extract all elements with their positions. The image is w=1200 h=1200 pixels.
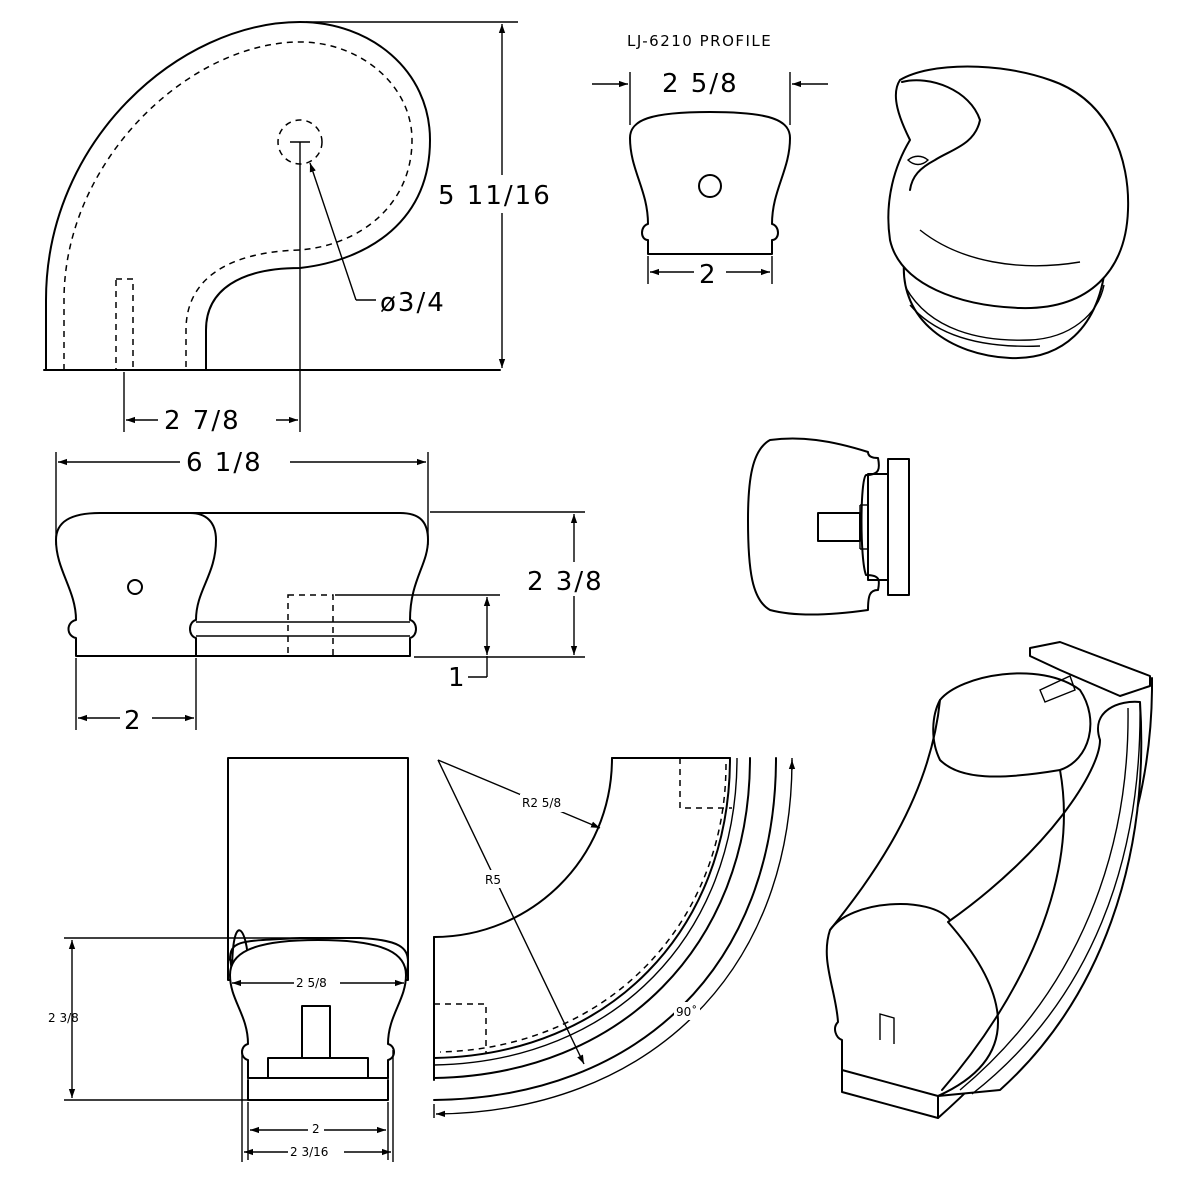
arc-angle-dim xyxy=(435,759,796,1118)
side-left-block xyxy=(189,512,217,657)
profile-view: LJ-6210 PROFILE 2 5/8 2 xyxy=(592,32,828,290)
side-length-label: 6 1/8 xyxy=(186,448,263,478)
iso-rail-inner-edge xyxy=(829,699,941,931)
arc-tenon-left-dashed xyxy=(434,1003,487,1054)
end-tenon xyxy=(817,512,861,542)
plan-height-label-bg xyxy=(430,175,580,213)
iso-rail-groove-1 xyxy=(959,707,1129,1091)
iso-top-cove xyxy=(901,79,981,191)
plan-outline xyxy=(45,21,431,371)
iso-top-ring-line-2 xyxy=(909,304,1041,347)
iso-rail-end-tenon xyxy=(879,1013,895,1044)
section-overall-label-bg xyxy=(288,1143,344,1159)
arc-angle-label: 90˚ xyxy=(676,1004,697,1019)
profile-bottom-width-label: 2 xyxy=(699,260,718,290)
section-overall-label: 2 3/16 xyxy=(290,1145,328,1159)
side-hole xyxy=(127,579,143,595)
plan-height-label: 5 11/16 xyxy=(438,181,552,211)
arc-outer-radius-label: R5 xyxy=(485,873,501,887)
section-tenon xyxy=(301,1005,331,1059)
iso-rail-top-plate xyxy=(1029,641,1151,697)
iso-top-view xyxy=(887,65,1130,360)
profile-top-width-label: 2 5/8 xyxy=(662,69,739,99)
profile-title: LJ-6210 PROFILE xyxy=(627,32,772,50)
side-tenon-label: 1 xyxy=(448,663,467,693)
iso-top-bead xyxy=(906,155,930,166)
profile-bottom-label-bg xyxy=(694,258,726,286)
end-plate-outer xyxy=(887,458,910,596)
arc-view: R2 5/8 R5 90˚ xyxy=(433,757,796,1118)
end-view xyxy=(747,437,910,616)
iso-top-body xyxy=(887,65,1130,310)
side-outline xyxy=(55,512,429,657)
side-bottom-label-bg xyxy=(120,702,152,732)
plan-hole-leader xyxy=(309,162,357,301)
section-bottom-label-bg xyxy=(308,1120,324,1136)
plan-hole-label: ø3/4 xyxy=(380,288,446,318)
arc-outer-3 xyxy=(433,757,751,1079)
side-height-label-bg xyxy=(520,562,630,596)
iso-rail-sweep xyxy=(937,700,1143,1097)
section-height-label: 2 3/8 xyxy=(48,1011,79,1025)
section-base xyxy=(247,1079,389,1101)
iso-rail-mid-edge xyxy=(941,769,1065,1091)
iso-top-ring-line-1 xyxy=(905,284,1105,341)
plan-view: ø3/4 5 11/16 2 7/8 xyxy=(43,21,580,436)
side-tenon-dashed xyxy=(287,594,334,657)
profile-outline xyxy=(629,111,791,255)
plan-tenon-dashed xyxy=(115,278,134,371)
end-outline xyxy=(747,437,880,616)
end-plate-inner xyxy=(867,473,889,581)
side-view: 6 1/8 2 3/8 1 2 xyxy=(55,446,630,736)
iso-rail-top-tenon xyxy=(1039,675,1076,703)
iso-rail-top-end xyxy=(932,672,1092,778)
section-view: 2 3/8 2 5/8 2 2 3/16 xyxy=(48,757,409,1162)
iso-rail-base-end xyxy=(841,1069,939,1119)
iso-top-edge xyxy=(919,229,1081,267)
arc-inner xyxy=(433,757,613,938)
profile-hole xyxy=(698,174,722,198)
section-rail xyxy=(229,939,407,1079)
section-top-label-bg xyxy=(294,974,340,990)
iso-rail-view xyxy=(825,641,1153,1119)
iso-rail-groove-2 xyxy=(971,703,1141,1095)
plan-offset-label-bg xyxy=(158,402,276,436)
iso-top-base-ring xyxy=(902,259,1107,360)
section-bottom-label: 2 xyxy=(312,1122,320,1136)
side-length-label-bg xyxy=(180,446,290,478)
side-bottom-label: 2 xyxy=(124,706,143,736)
side-height-label: 2 3/8 xyxy=(527,567,604,597)
plan-inner-dashed xyxy=(63,41,413,370)
plan-offset-label: 2 7/8 xyxy=(164,406,241,436)
arc-angle-label-bg xyxy=(674,1002,700,1020)
section-top-label: 2 5/8 xyxy=(296,976,327,990)
arc-inner-radius-label: R2 5/8 xyxy=(522,796,561,810)
